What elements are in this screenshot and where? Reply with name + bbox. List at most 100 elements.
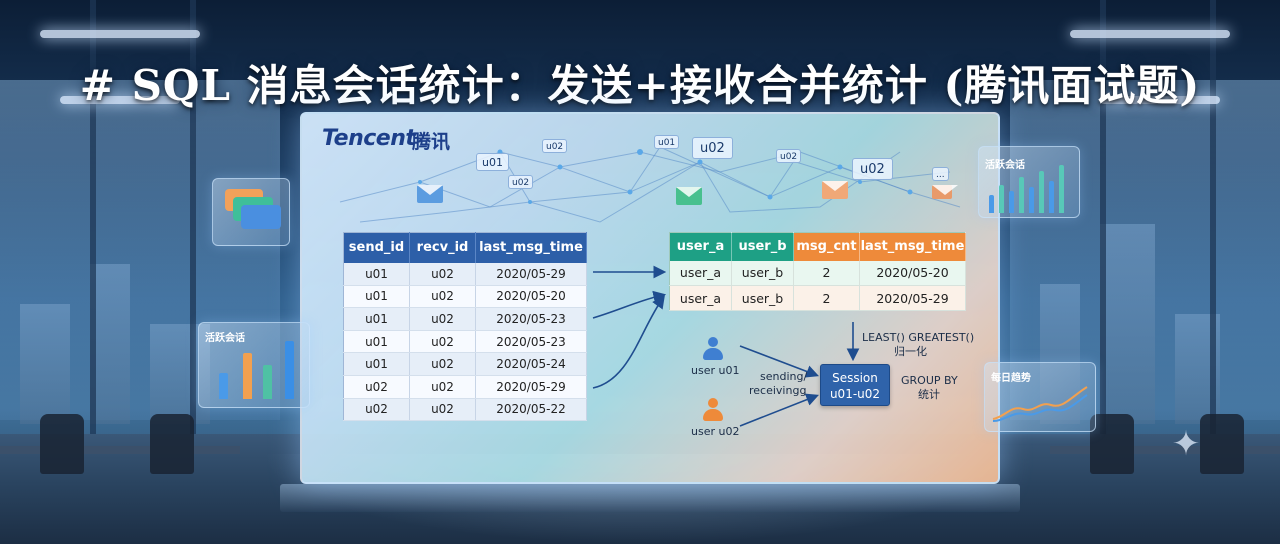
table-row: user_a user_b 2 2020/05-29	[669, 285, 966, 311]
session-label: Session	[832, 371, 878, 385]
building	[1100, 224, 1155, 424]
bar	[1049, 181, 1054, 213]
bar	[999, 185, 1004, 213]
table-header-row: send_id recv_id last_msg_time	[343, 232, 587, 263]
table-cell: u02	[343, 398, 410, 422]
chair	[40, 414, 84, 474]
bar-chart-icon	[219, 373, 228, 399]
column-header: user_b	[731, 232, 794, 261]
user-tag: u02	[852, 158, 893, 180]
table-row: u01 u02 2020/05-23	[343, 330, 587, 354]
group-by-label: GROUP BY	[901, 374, 958, 387]
active-sessions-card-right: 活跃会话	[978, 146, 1080, 218]
table-cell: u02	[409, 375, 476, 399]
column-header: user_a	[669, 232, 732, 261]
window-mullion	[90, 0, 96, 544]
tencent-logo-cn: 腾讯	[412, 131, 451, 153]
table-cell: u02	[409, 352, 476, 376]
table-row: user_a user_b 2 2020/05-20	[669, 260, 966, 286]
user-icon	[702, 398, 724, 422]
tencent-logo: Tencent	[322, 126, 416, 151]
user-u02-label: user u02	[691, 425, 740, 438]
bar	[243, 353, 252, 399]
user-tag: u02	[542, 139, 568, 153]
chat-bubble	[241, 205, 281, 229]
user-u01-label: user u01	[691, 364, 740, 377]
page-title: # SQL 消息会话统计：发送+接收合并统计 (腾讯面试题)	[79, 61, 1201, 110]
receiving-label: receivingg	[749, 384, 807, 397]
bar	[285, 341, 294, 399]
bar	[263, 365, 272, 399]
bar	[1019, 177, 1024, 213]
table-cell: 2020/05-24	[475, 352, 587, 376]
user-tag: u02	[776, 149, 802, 163]
sending-label: sending/	[760, 370, 808, 383]
table-cell: u01	[343, 352, 410, 376]
column-header: send_id	[343, 232, 410, 263]
table-row: u02 u02 2020/05-22	[343, 398, 587, 422]
line-chart-icon	[992, 386, 1088, 422]
table-cell: user_a	[669, 260, 732, 286]
sparkle-icon: ✦	[1171, 424, 1201, 464]
bar	[1009, 191, 1014, 213]
table-cell: u02	[409, 262, 476, 286]
chair	[1200, 414, 1244, 474]
table-cell: 2020/05-29	[475, 262, 587, 286]
daily-trend-card: 每日趋势	[984, 362, 1096, 432]
bar-chart-icon	[989, 195, 994, 213]
bar	[1039, 171, 1044, 213]
table-cell: u01	[343, 307, 410, 331]
network-graph	[339, 146, 961, 223]
table-cell: u02	[343, 375, 410, 399]
column-header: recv_id	[409, 232, 476, 263]
user-tag: u01	[476, 153, 509, 171]
active-sessions-card-left: 活跃会话	[198, 322, 310, 408]
card-title: 活跃会话	[985, 160, 1025, 171]
mail-icon	[417, 185, 443, 203]
chat-card	[212, 178, 290, 246]
table-cell: user_b	[731, 260, 794, 286]
building	[20, 304, 70, 424]
column-header: last_msg_time	[859, 232, 966, 261]
table-cell: u02	[409, 398, 476, 422]
table-row: u01 u02 2020/05-20	[343, 285, 587, 309]
table-header-row: user_a user_b msg_cnt last_msg_time	[669, 232, 966, 261]
table-cell: 2020/05-20	[475, 285, 587, 309]
ceiling-light	[1070, 30, 1230, 38]
building	[90, 264, 130, 424]
table-row: u01 u02 2020/05-24	[343, 352, 587, 376]
session-pair: u01-u02	[829, 387, 881, 401]
source-messages-table: send_id recv_id last_msg_time u01 u02 20…	[343, 232, 587, 422]
session-box: Session u01-u02	[820, 364, 890, 406]
user-tag: u01	[654, 135, 680, 149]
user-tag: u02	[508, 175, 534, 189]
table-cell: 2	[793, 260, 860, 286]
board-stand	[280, 484, 1020, 512]
desk	[0, 446, 240, 454]
table-cell: user_a	[669, 285, 732, 311]
table-cell: u02	[409, 330, 476, 354]
card-title: 每日趋势	[991, 373, 1031, 384]
group-by-label-cn: 统计	[918, 388, 940, 401]
table-cell: u02	[409, 285, 476, 309]
normalize-label: LEAST() GREATEST()	[862, 331, 975, 344]
building	[150, 324, 210, 424]
table-cell: 2	[793, 285, 860, 311]
table-cell: 2020/05-23	[475, 307, 587, 331]
user-tag: ...	[932, 167, 949, 181]
window-mullion	[1100, 0, 1106, 544]
table-cell: 2020/05-29	[859, 285, 966, 311]
session-result-table: user_a user_b msg_cnt last_msg_time user…	[669, 232, 966, 311]
building	[1040, 284, 1080, 424]
table-row: u01 u02 2020/05-29	[343, 262, 587, 286]
window-mullion	[1210, 0, 1216, 544]
table-cell: u01	[343, 262, 410, 286]
table-cell: u01	[343, 285, 410, 309]
table-cell: 2020/05-22	[475, 398, 587, 422]
window-mullion	[190, 0, 196, 544]
table-row: u02 u02 2020/05-29	[343, 375, 587, 399]
ceiling-light	[1100, 96, 1220, 104]
card-title: 活跃会话	[205, 333, 245, 344]
desk	[1050, 446, 1280, 454]
table-cell: u01	[343, 330, 410, 354]
